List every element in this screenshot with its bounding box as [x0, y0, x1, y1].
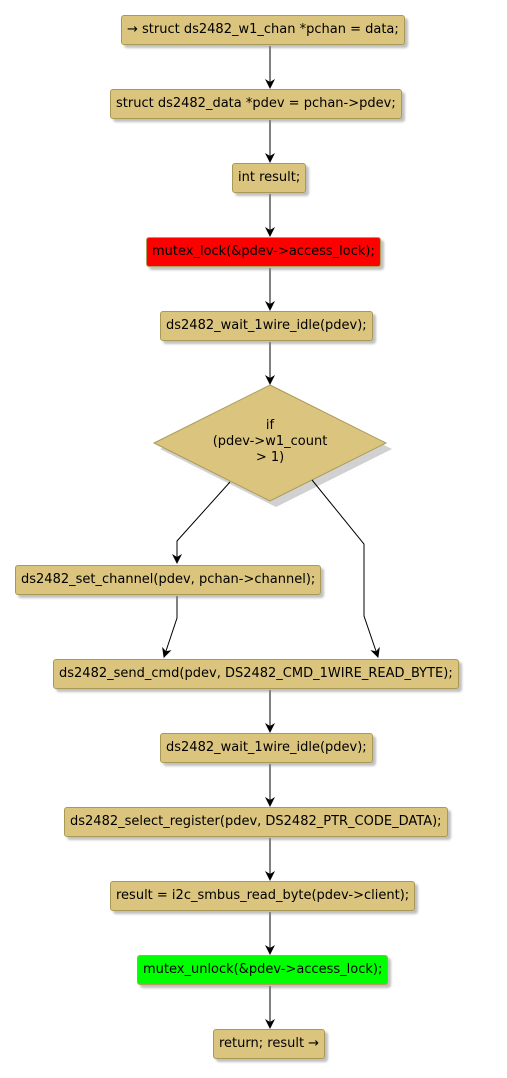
node-pdev-decl: struct ds2482_data *pdev = pchan->pdev;: [110, 89, 402, 119]
decision-label: if (pdev->w1_count > 1): [212, 418, 328, 465]
node-set-channel: ds2482_set_channel(pdev, pchan->channel)…: [15, 565, 322, 595]
node-pchan-decl: → struct ds2482_w1_chan *pchan = data;: [121, 15, 405, 45]
node-mutex-unlock: mutex_unlock(&pdev->access_lock);: [137, 955, 389, 985]
node-return: return; result →: [213, 1029, 326, 1059]
node-select-register: ds2482_select_register(pdev, DS2482_PTR_…: [64, 807, 448, 837]
node-wait-idle-1: ds2482_wait_1wire_idle(pdev);: [160, 311, 373, 341]
edge-6-7: [162, 596, 178, 658]
edge-decision-yes: [172, 481, 231, 564]
node-mutex-lock: mutex_lock(&pdev->access_lock);: [146, 237, 381, 267]
node-send-cmd: ds2482_send_cmd(pdev, DS2482_CMD_1WIRE_R…: [53, 659, 459, 689]
node-wait-idle-2: ds2482_wait_1wire_idle(pdev);: [160, 733, 373, 763]
decision-diamond-shape: [152, 384, 388, 502]
edge-decision-no: [311, 479, 380, 658]
node-result-decl: int result;: [232, 163, 307, 193]
node-read-byte: result = i2c_smbus_read_byte(pdev->clien…: [110, 881, 416, 911]
